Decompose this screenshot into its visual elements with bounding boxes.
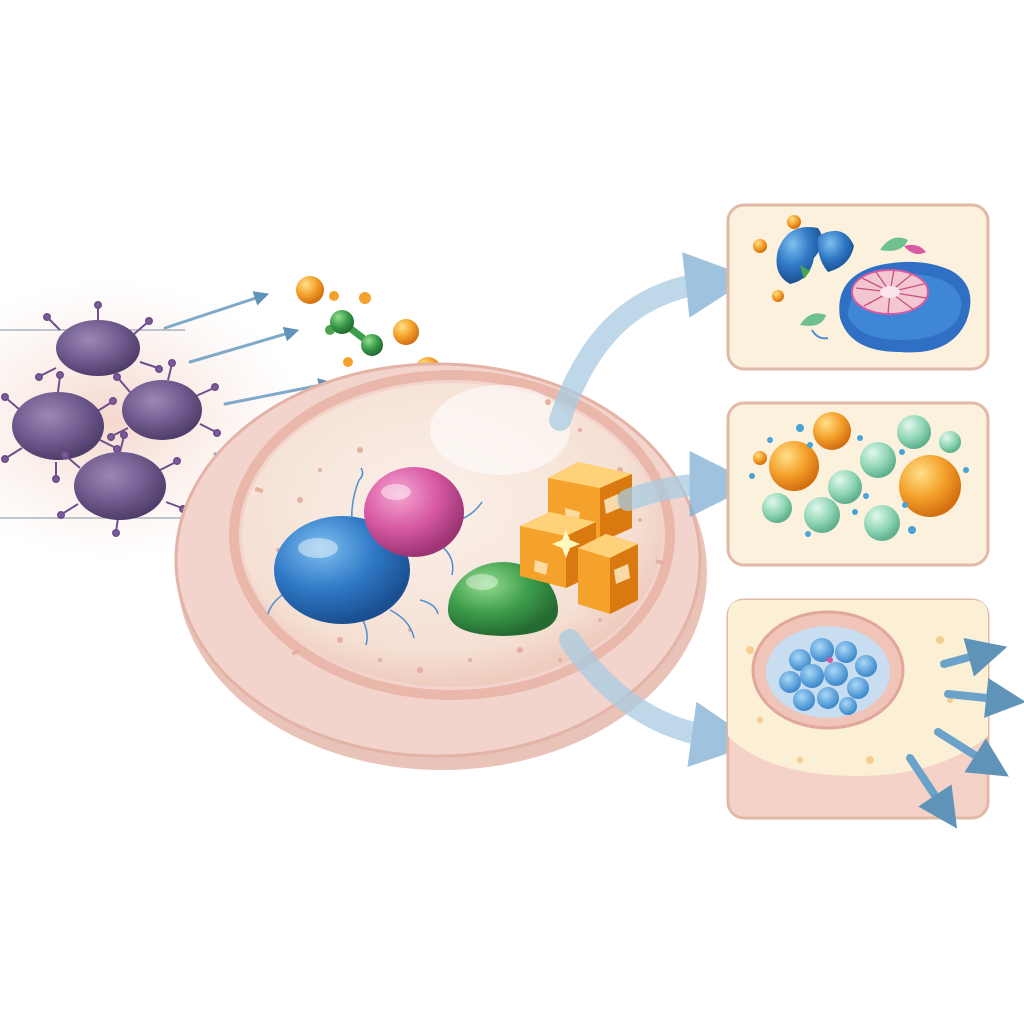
blue-fragment [753,215,854,302]
teal-bead [939,431,961,453]
green-organelle [448,562,558,636]
cytoplasm-granules [254,399,665,673]
green-molecule [330,310,383,356]
outcome-arrow-3 [559,629,758,768]
teal-bead [804,497,840,533]
teal-bead [762,493,792,523]
inner-membrane [229,370,675,700]
teal-bead [897,415,931,449]
orange-particle [393,319,419,345]
outcome-arrows [549,252,758,768]
virus-particle [107,359,221,441]
orange-bead [753,451,767,465]
orange-cube-stack [520,462,638,614]
orange-particle [359,292,371,304]
orange-bead [899,455,961,517]
condensed-chromatin [779,638,877,715]
outcome-arrow-1 [549,252,752,431]
blue-organelle [267,467,439,646]
virus-particle [35,301,163,381]
orange-cube [578,534,638,614]
teal-bead [860,442,896,478]
entry-arrow [188,326,300,364]
sparkle-icon [552,530,580,558]
orange-bead [769,441,819,491]
entry-arrow [163,291,270,330]
entry-arrow [223,378,334,406]
outcome-panel-2 [726,401,990,567]
bead-cluster [749,412,969,541]
leaf-fragment-icon [800,237,926,340]
pathogen-cluster [0,280,300,560]
outcome-arrow-2 [617,451,756,518]
outcome-panel-3 [726,598,1024,829]
teal-bead [864,505,900,541]
orange-bead [813,412,851,450]
virus-particle [1,371,121,483]
efflux-arrows [906,637,1024,829]
ruptured-organelle [839,261,971,353]
cytoplasm-glow [430,385,570,475]
orange-particle [329,291,339,301]
virus-particle [57,431,187,537]
orange-particle [296,276,324,304]
outcome-panel-1 [726,203,990,371]
teal-bead [828,470,862,504]
pink-organelle [364,467,483,576]
orange-cube [520,512,596,588]
orange-particle [343,357,353,367]
host-cell [174,362,707,770]
